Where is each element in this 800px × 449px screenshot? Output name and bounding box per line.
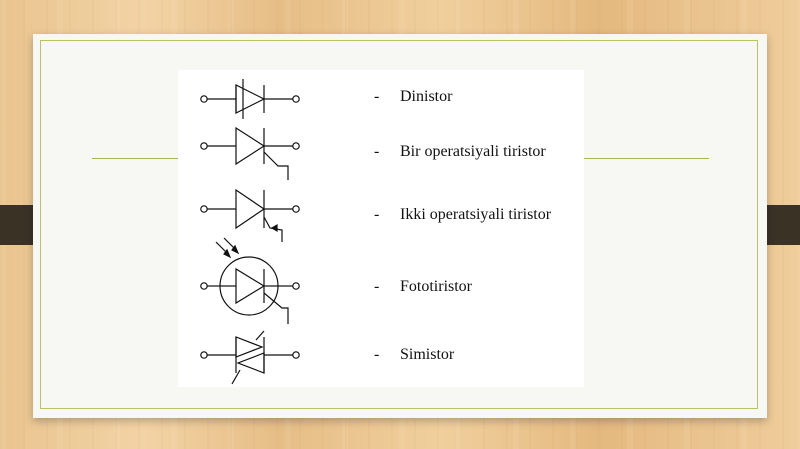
item-label: Ikki operatsiyali tiristor — [400, 206, 552, 223]
photothyristor-symbol — [200, 237, 300, 324]
item-label: Bir operatsiyali tiristor — [400, 143, 546, 160]
dinistor-symbol — [200, 79, 300, 119]
item-label: Simistor — [400, 346, 455, 363]
slide-frame — [40, 40, 758, 409]
thyristor-symbols-figure — [178, 70, 584, 387]
list-bullet: - — [374, 278, 380, 295]
list-bullet: - — [374, 346, 380, 363]
item-label: Dinistor — [400, 88, 453, 105]
triac-symbol — [200, 330, 300, 385]
left-divider-line — [92, 158, 178, 159]
list-bullet: - — [374, 143, 380, 160]
list-bullet: - — [374, 88, 380, 105]
right-divider-line — [584, 158, 709, 159]
list-bullet: - — [374, 206, 380, 223]
item-label: Fototiristor — [400, 278, 473, 295]
thyristor-symbol — [200, 126, 300, 180]
gto-thyristor-symbol — [200, 188, 300, 242]
